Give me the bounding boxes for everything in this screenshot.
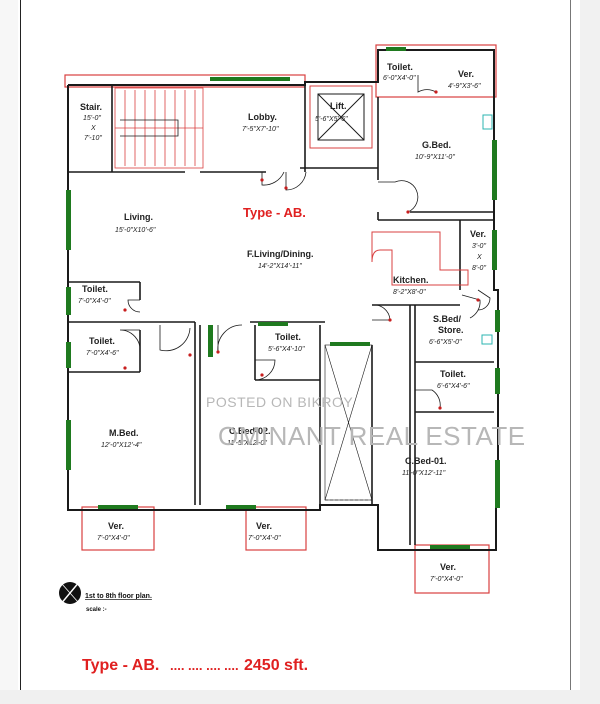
- plan-note-scale: scale :-: [86, 607, 107, 613]
- left-page-edge: [0, 0, 18, 704]
- toilet-lu-name: Toilet.: [82, 284, 108, 294]
- stair-x: X: [90, 125, 96, 132]
- lobby-name: Lobby.: [248, 112, 277, 122]
- kitchen-name: Kitchen.: [393, 275, 429, 285]
- g-bed-name: G.Bed.: [422, 140, 451, 150]
- ver-bl-name: Ver.: [108, 521, 124, 531]
- living-dim: 15'-0"X10'-6": [115, 227, 156, 234]
- m-bed-dim: 12'-0"X12'-4": [101, 442, 142, 449]
- ver-bm-dim: 7'-0"X4'-0": [248, 535, 281, 542]
- watermark-company: OMINANT REAL ESTATE: [218, 421, 526, 451]
- plan-note-title: 1st to 8th floor plan.: [85, 593, 152, 600]
- ver-right-dim1: 3'-0": [472, 243, 486, 250]
- toilet-lu-dim: 7'-0"X4'-0": [78, 298, 111, 305]
- toilet-mid-dim: 5'-6"X4'-10": [268, 346, 305, 353]
- stair-dim1: 15'-0": [83, 115, 101, 122]
- doors: [119, 75, 491, 409]
- north-symbol: [59, 580, 81, 606]
- right-page-edge: [580, 0, 600, 704]
- m-bed-name: M.Bed.: [109, 428, 139, 438]
- c-bed-02-name: C.Bed-02.: [229, 426, 271, 436]
- summary-dots: .... .... .... ....: [170, 658, 239, 673]
- bottom-page-strip: [0, 690, 600, 704]
- c-bed-01-dim: 11'-0"X12'-11": [402, 470, 446, 477]
- s-bed-name: S.Bed/: [433, 314, 462, 324]
- watermark-posted: POSTED ON BIKROY: [206, 394, 353, 410]
- plan-title: Type - AB.: [243, 205, 306, 220]
- vents: [481, 114, 493, 345]
- stair-dim2: 7'-10": [84, 135, 102, 142]
- toilet-mid-name: Toilet.: [275, 332, 301, 342]
- living-dining-dim: 14'-2"X14'-11": [258, 263, 302, 270]
- living-name: Living.: [124, 212, 153, 222]
- top-right-ver-outline: [375, 44, 497, 98]
- room-labels: Stair. 15'-0" X 7'-10" Lobby. 7'-5"X7'-1…: [78, 62, 486, 583]
- s-bed-dim: 6'-6"X5'-0": [429, 339, 462, 346]
- lift-shaft: [309, 85, 373, 149]
- kitchen-counter: [371, 231, 469, 286]
- toilet-ll-dim: 7'-0"X4'-6": [86, 350, 119, 357]
- lift-dim: 5'-6"X5'-6": [315, 116, 348, 123]
- ver-bl-dim: 7'-0"X4'-0": [97, 535, 130, 542]
- ver-top-dim: 4'-9"X3'-6": [448, 83, 481, 90]
- windows: [66, 47, 500, 549]
- toilet-top-name: Toilet.: [387, 62, 413, 72]
- ver-top-name: Ver.: [458, 69, 474, 79]
- ver-right-dim2: 8'-0": [472, 265, 486, 272]
- c-bed-01-name: C.Bed-01.: [405, 456, 447, 466]
- g-bed-dim: 10'-9"X11'-0": [415, 154, 455, 161]
- lobby-dim: 7'-5"X7'-10": [242, 126, 279, 133]
- ver-right-x: X: [476, 254, 482, 261]
- interior-walls: [68, 85, 494, 545]
- s-bed-name2: Store.: [438, 325, 464, 335]
- toilet-top-dim: 6'-0"X4'-0": [383, 75, 416, 82]
- ver-bm-outline: [245, 506, 307, 551]
- c-bed-02-dim: 11'-5"X12'-0": [227, 440, 267, 447]
- kitchen-dim: 8'-2"X8'-0": [393, 289, 426, 296]
- stair-name: Stair.: [80, 102, 102, 112]
- living-dining-name: F.Living/Dining.: [247, 249, 314, 259]
- ver-right-name: Ver.: [470, 229, 486, 239]
- toilet-right-name: Toilet.: [440, 369, 466, 379]
- summary-area: 2450 sft.: [244, 657, 308, 674]
- ver-bm-name: Ver.: [256, 521, 272, 531]
- door-jambs: [123, 90, 480, 410]
- left-border-line: [20, 0, 21, 690]
- ver-br-dim: 7'-0"X4'-0": [430, 576, 463, 583]
- summary-type-label: Type - AB.: [82, 657, 159, 674]
- lift-name: Lift.: [330, 101, 347, 111]
- right-border-line: [570, 0, 571, 690]
- toilet-right-dim: 6'-6"X4'-6": [437, 383, 470, 390]
- stair-symbol: [114, 87, 204, 169]
- toilet-ll-name: Toilet.: [89, 336, 115, 346]
- ver-br-name: Ver.: [440, 562, 456, 572]
